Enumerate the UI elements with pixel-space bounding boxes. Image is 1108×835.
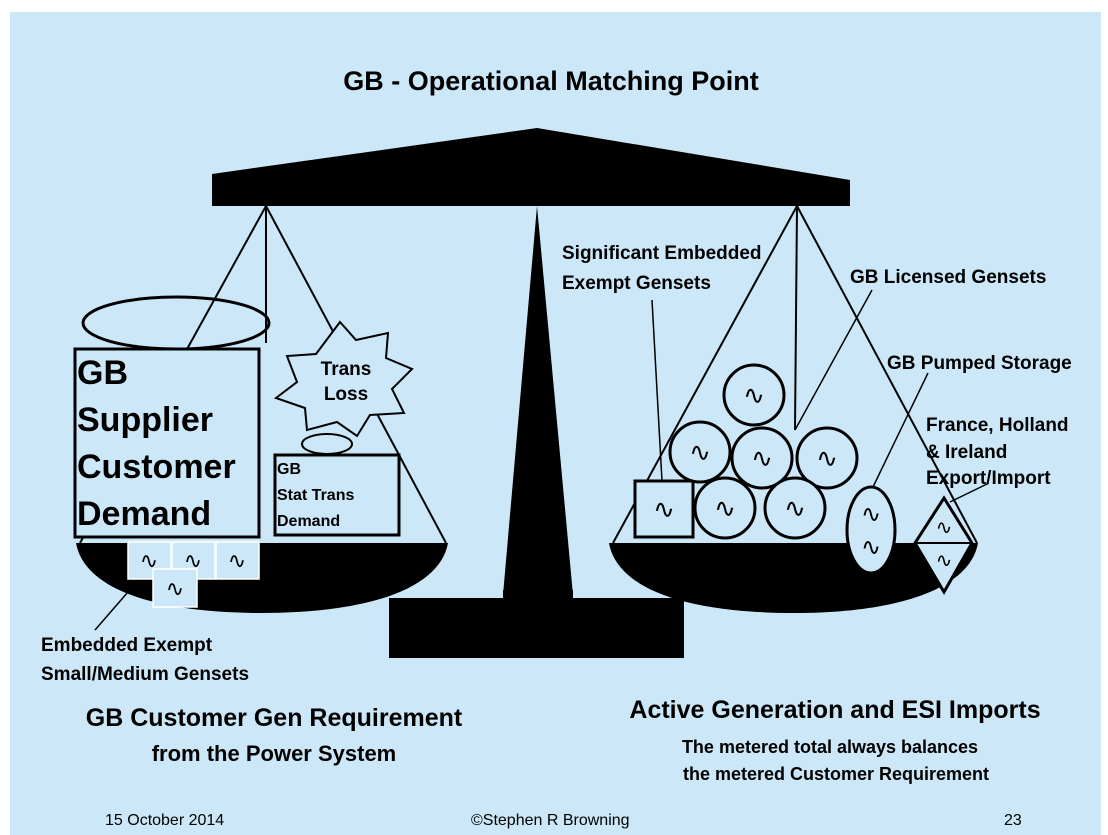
scale-base: [389, 590, 684, 658]
trans-loss-starburst: [273, 320, 414, 438]
svg-text:Demand: Demand: [277, 513, 340, 530]
customer-requirement-heading: GB Customer Gen Requirement: [86, 704, 463, 732]
trans-loss-label: Trans Loss: [321, 359, 372, 405]
svg-text:& Ireland: & Ireland: [926, 442, 1007, 463]
svg-text:∿: ∿: [689, 437, 711, 467]
stat-trans-lid: [301, 433, 353, 455]
interconnector-label: France, Holland & Ireland Export/Import: [926, 415, 1069, 489]
svg-text:Embedded Exempt: Embedded Exempt: [41, 635, 213, 656]
svg-text:∿: ∿: [228, 548, 246, 573]
svg-text:∿: ∿: [714, 493, 736, 523]
licensed-genset-symbols: ∿ ∿ ∿ ∿ ∿ ∿: [689, 380, 838, 523]
significant-embedded-genset: [633, 479, 695, 539]
svg-text:∿: ∿: [184, 548, 202, 573]
licensed-gensets-pointer: [794, 289, 873, 431]
metered-balance-note-line1: The metered total always balances: [682, 737, 978, 757]
pumped-storage-symbol-bottom: ∿: [861, 534, 881, 561]
scale-pillar: [503, 206, 573, 595]
significant-embedded-pointer: [651, 299, 663, 482]
pumped-storage-genset: [845, 485, 897, 575]
pumped-storage-pointer: [872, 372, 929, 488]
svg-text:Demand: Demand: [77, 495, 211, 533]
significant-embedded-label: Significant Embedded Exempt Gensets: [562, 243, 762, 294]
footer-author: ©Stephen R Browning: [471, 812, 630, 829]
stat-trans-demand-box: [273, 453, 401, 537]
svg-text:Loss: Loss: [324, 384, 368, 405]
stat-trans-demand-label: GB Stat Trans Demand: [277, 461, 354, 530]
svg-text:∿: ∿: [166, 576, 184, 601]
active-generation-heading: Active Generation and ESI Imports: [629, 696, 1040, 724]
embedded-exempt-gensets: ∿ ∿ ∿ ∿: [127, 541, 260, 608]
pumped-storage-symbol-top: ∿: [861, 501, 881, 528]
scale-beam: [212, 128, 850, 206]
svg-text:GB: GB: [77, 354, 128, 392]
customer-demand-box: [73, 347, 261, 539]
interconnector-symbol-top: ∿: [936, 517, 953, 539]
interconnector-pointer: [949, 483, 988, 503]
licensed-gensets: [668, 363, 859, 540]
svg-text:∿: ∿: [816, 443, 838, 473]
svg-text:Stat Trans: Stat Trans: [277, 487, 354, 504]
embedded-exempt-label: Embedded Exempt Small/Medium Gensets: [41, 635, 249, 685]
svg-text:Significant Embedded: Significant Embedded: [562, 243, 762, 264]
demand-lid: [81, 295, 271, 351]
svg-text:Export/Import: Export/Import: [926, 468, 1051, 489]
interconnector-diamond: [913, 495, 974, 595]
svg-text:∿: ∿: [784, 493, 806, 523]
significant-embedded-genset-symbol: ∿: [653, 494, 675, 524]
svg-text:∿: ∿: [140, 548, 158, 573]
svg-text:Supplier: Supplier: [77, 401, 213, 439]
interconnector-symbol-bottom: ∿: [936, 550, 953, 572]
footer-date: 15 October 2014: [105, 812, 225, 829]
svg-text:Customer: Customer: [77, 448, 236, 486]
svg-text:France, Holland: France, Holland: [926, 415, 1069, 436]
svg-text:∿: ∿: [743, 380, 765, 410]
pumped-storage-label: GB Pumped Storage: [887, 353, 1072, 374]
metered-balance-note-line2: the metered Customer Requirement: [683, 764, 989, 784]
svg-text:Exempt Gensets: Exempt Gensets: [562, 273, 711, 294]
svg-text:GB: GB: [277, 461, 301, 478]
svg-text:Trans: Trans: [321, 359, 372, 380]
svg-text:∿: ∿: [751, 443, 773, 473]
svg-text:Small/Medium Gensets: Small/Medium Gensets: [41, 664, 249, 685]
customer-demand-label: GB Supplier Customer Demand: [77, 354, 236, 533]
embedded-exempt-pointer: [94, 591, 129, 631]
customer-requirement-subheading: from the Power System: [152, 741, 397, 766]
footer-page-number: 23: [1004, 812, 1022, 829]
licensed-gensets-label: GB Licensed Gensets: [850, 267, 1046, 288]
slide-title: GB - Operational Matching Point: [343, 66, 759, 96]
